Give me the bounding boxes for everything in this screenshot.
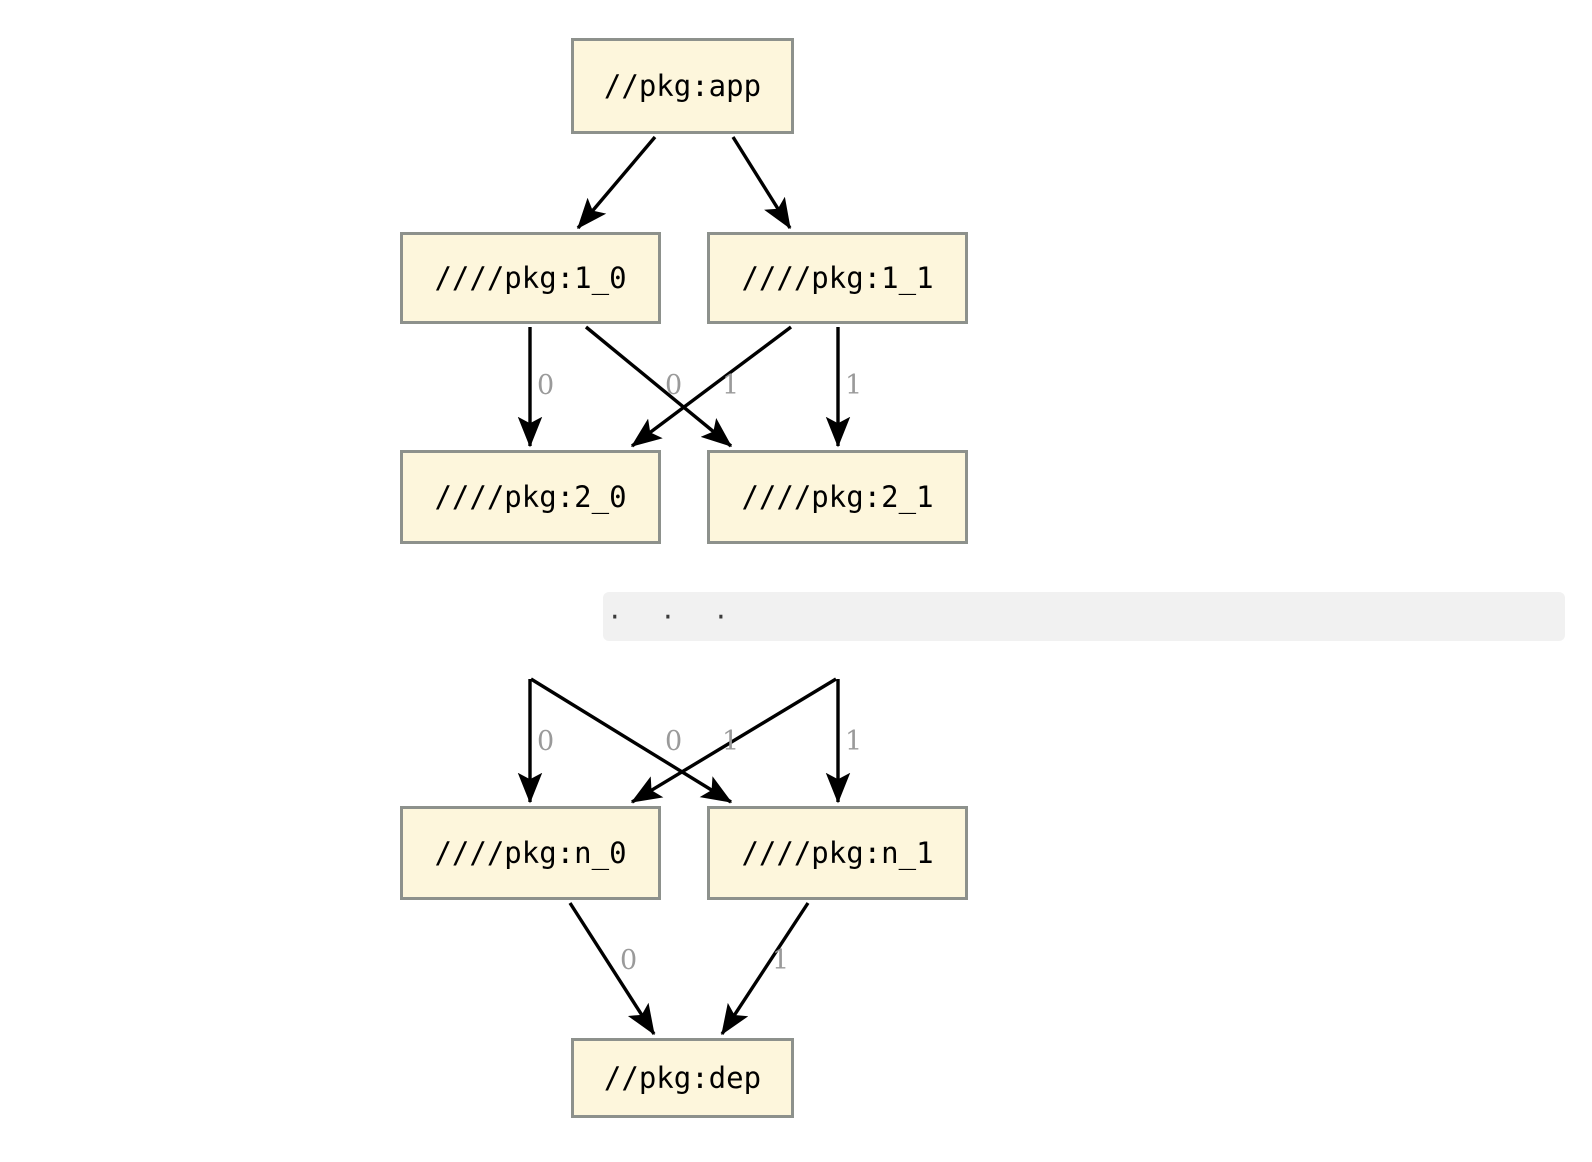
edge-1_1-to-2_0 <box>630 325 793 448</box>
node-label: //pkg:app <box>603 68 762 103</box>
edge-n_0-to-dep <box>568 902 656 1036</box>
node-label: //pkg:dep <box>603 1060 762 1095</box>
edge-label-1_1-to-2_1: 1 <box>845 370 863 401</box>
edge-label-1_0-to-2_0: 0 <box>537 370 555 401</box>
node-label: ////pkg:1_0 <box>434 260 627 295</box>
ellipsis-band <box>603 592 1565 641</box>
edge-label-1_1-to-2_0: 1 <box>722 370 740 401</box>
edge-x-to-n_1 <box>530 677 733 804</box>
node-label: ////pkg:2_1 <box>741 479 934 514</box>
node-n2_0[interactable]: ////pkg:2_0 <box>400 450 661 544</box>
edge-label-n_1-to-dep: 1 <box>772 945 790 976</box>
node-nn_0[interactable]: ////pkg:n_0 <box>400 806 661 900</box>
node-label: ////pkg:n_0 <box>434 835 627 870</box>
node-n2_1[interactable]: ////pkg:2_1 <box>707 450 968 544</box>
edge-lines-group <box>517 135 851 1036</box>
node-label: ////pkg:n_1 <box>741 835 934 870</box>
ellipsis-dots: · · · <box>610 600 743 635</box>
node-label: ////pkg:1_1 <box>741 260 934 295</box>
edge-label-n_0-to-dep: 0 <box>620 945 638 976</box>
node-n1_1[interactable]: ////pkg:1_1 <box>707 232 968 324</box>
node-dep[interactable]: //pkg:dep <box>571 1038 794 1118</box>
node-label: ////pkg:2_0 <box>434 479 627 514</box>
edge-label-y-to-n_0: 1 <box>722 726 740 757</box>
edge-y-to-n_0 <box>630 677 837 804</box>
node-n1_0[interactable]: ////pkg:1_0 <box>400 232 661 324</box>
edge-label-y-to-n_1: 1 <box>845 726 863 757</box>
node-app[interactable]: //pkg:app <box>571 38 794 134</box>
edge-label-x-to-n_0: 0 <box>537 726 555 757</box>
edge-1_0-to-2_1 <box>584 325 733 448</box>
node-nn_1[interactable]: ////pkg:n_1 <box>707 806 968 900</box>
edge-label-x-to-n_1: 0 <box>665 726 683 757</box>
edge-n_1-to-dep <box>720 902 810 1036</box>
edge-app-to-1_1 <box>731 136 792 230</box>
edge-app-to-1_0 <box>576 135 657 230</box>
edge-label-1_0-to-2_1: 0 <box>665 370 683 401</box>
